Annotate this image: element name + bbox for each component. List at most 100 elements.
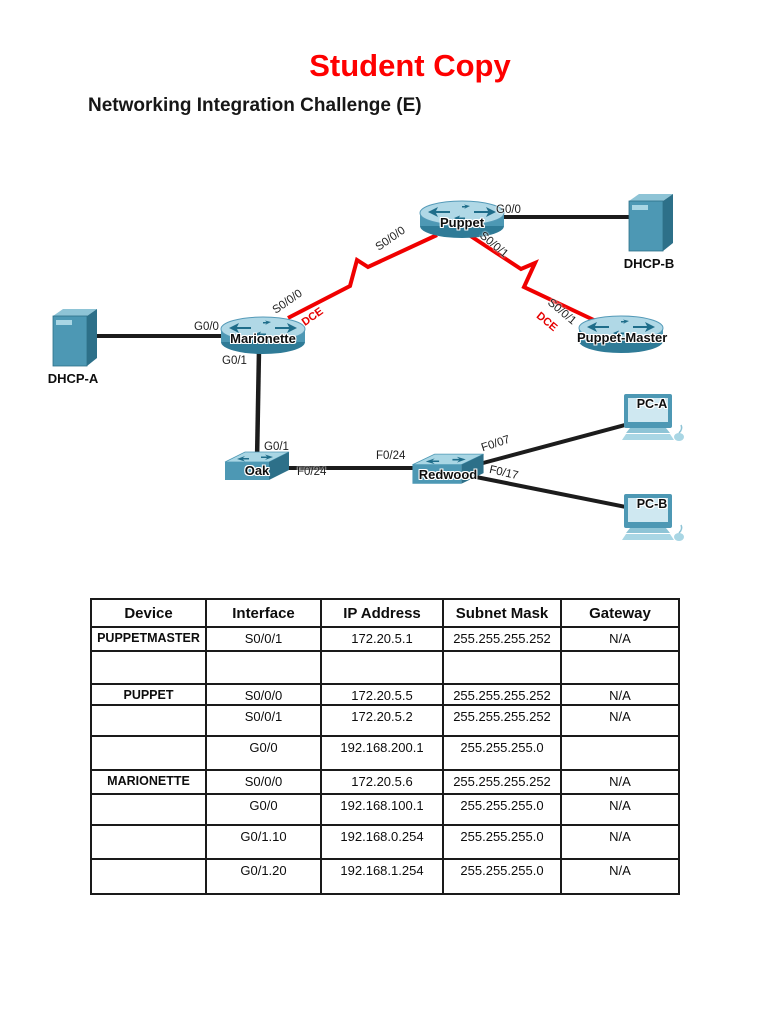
router-icon [578,315,664,353]
cell-interface: G0/0 [205,793,322,826]
cell-gateway [560,735,680,771]
cell-mask [442,650,562,685]
cell-ip: 172.20.5.1 [320,626,444,652]
port-label-marionette-g00: G0/0 [194,321,219,333]
switch-redwood: Redwood [408,452,488,488]
link-redwood-pcb [475,475,637,511]
cell-device [90,704,207,737]
cell-device [90,824,207,860]
device-label: DHCP-B [623,256,675,271]
switch-icon [412,453,484,484]
topology-links-layer [96,215,637,511]
link-marionette-oak [254,349,262,462]
serial-link-puppet-puppetmaster [464,231,599,324]
server-icon [628,194,673,252]
cell-gateway: N/A [560,626,680,652]
cell-device [90,793,207,826]
col-header-mask: Subnet Mask [442,598,562,628]
table-row: PUPPETMASTER S0/0/1 172.20.5.1 255.255.2… [90,626,680,652]
cell-mask: 255.255.255.0 [442,793,562,826]
cell-mask: 255.255.255.252 [442,704,562,737]
cell-interface: G0/1.20 [205,858,322,895]
cell-interface: S0/0/1 [205,704,322,737]
cell-device [90,650,207,685]
col-header-gateway: Gateway [560,598,680,628]
pc-b: PC-B [616,492,688,548]
device-label: PC-A [636,397,668,411]
table-row [90,650,680,685]
cell-gateway: N/A [560,858,680,895]
cell-ip: 172.20.5.2 [320,704,444,737]
table-row: G0/0 192.168.200.1 255.255.255.0 [90,735,680,771]
cell-gateway: N/A [560,824,680,860]
table-row: G0/1.10 192.168.0.254 255.255.255.0 N/A [90,824,680,860]
table-row: G0/1.20 192.168.1.254 255.255.255.0 N/A [90,858,680,895]
pc-icon [622,494,684,541]
cell-interface: S0/0/0 [205,683,322,706]
cell-mask: 255.255.255.0 [442,735,562,771]
port-label-oak-f024: F0/24 [297,466,327,478]
cell-gateway [560,650,680,685]
table-row: S0/0/1 172.20.5.2 255.255.255.252 N/A [90,704,680,737]
router-icon [220,316,306,354]
server-dhcp-b: DHCP-B [623,193,675,271]
cell-mask: 255.255.255.0 [442,824,562,860]
cell-interface: G0/0 [205,735,322,771]
cell-mask: 255.255.255.252 [442,769,562,795]
pc-a: PC-A [616,392,688,448]
cell-interface: G0/1.10 [205,824,322,860]
port-label-oak-g01: G0/1 [264,441,289,453]
cell-mask: 255.255.255.0 [442,858,562,895]
cell-ip: 192.168.1.254 [320,858,444,895]
page-title: Student Copy [309,48,511,83]
table-row: G0/0 192.168.100.1 255.255.255.0 N/A [90,793,680,826]
table-row: PUPPET S0/0/0 172.20.5.5 255.255.255.252… [90,683,680,706]
device-label: Marionette [230,331,296,346]
document-heading: Networking Integration Challenge (E) [88,95,422,116]
pc-icon [622,394,684,441]
device-label: PC-B [636,497,668,511]
addressing-table: Device Interface IP Address Subnet Mask … [90,598,680,895]
cell-device [90,858,207,895]
device-label: DHCP-A [47,371,99,386]
col-header-ip: IP Address [320,598,444,628]
switch-oak: Oak [221,450,293,484]
device-label: Redwood [418,467,478,482]
serial-link-puppet-marionette [287,233,438,320]
cell-interface [205,650,322,685]
cell-ip: 192.168.200.1 [320,735,444,771]
router-puppet-master: Puppet-Master [577,315,668,355]
cell-device [90,735,207,771]
device-label: Puppet [439,215,485,230]
cell-mask: 255.255.255.252 [442,683,562,706]
cell-gateway: N/A [560,793,680,826]
cell-ip: 172.20.5.5 [320,683,444,706]
link-redwood-pca [482,420,637,465]
server-dhcp-a: DHCP-A [47,308,99,386]
cell-gateway: N/A [560,683,680,706]
server-icon [52,309,97,367]
port-label-puppet-g00: G0/0 [496,204,521,216]
router-marionette: Marionette [219,316,307,356]
cell-gateway: N/A [560,704,680,737]
router-icon [419,200,505,238]
cell-ip: 172.20.5.6 [320,769,444,795]
cell-device: MARIONETTE [90,769,207,795]
cell-mask: 255.255.255.252 [442,626,562,652]
table-header-row: Device Interface IP Address Subnet Mask … [90,598,680,628]
port-label-redwood-f024: F0/24 [376,450,406,462]
cell-device: PUPPETMASTER [90,626,207,652]
cell-ip [320,650,444,685]
cell-ip: 192.168.0.254 [320,824,444,860]
cell-device: PUPPET [90,683,207,706]
port-label-marionette-g01: G0/1 [222,355,247,367]
device-label: Puppet-Master [577,330,668,345]
cell-gateway: N/A [560,769,680,795]
router-puppet: Puppet [418,200,506,240]
cell-interface: S0/0/1 [205,626,322,652]
device-label: Oak [244,463,270,478]
cell-interface: S0/0/0 [205,769,322,795]
col-header-device: Device [90,598,207,628]
switch-icon [224,451,290,480]
